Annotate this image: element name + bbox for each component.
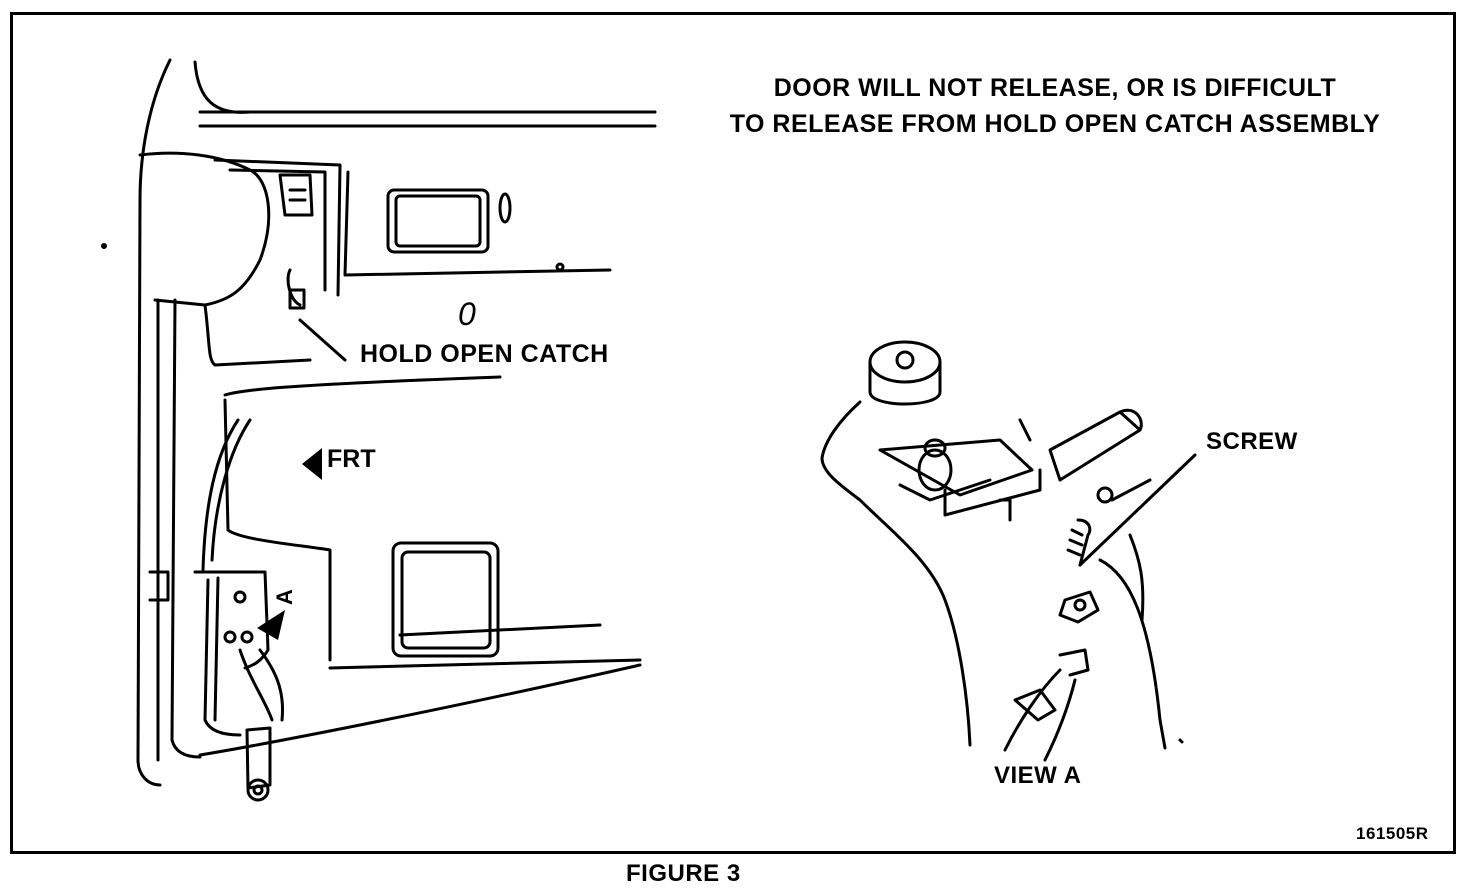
figure-title: DOOR WILL NOT RELEASE, OR IS DIFFICULT T… [660, 70, 1450, 142]
view-arrow-icon [257, 610, 285, 640]
front-arrow-icon [302, 448, 322, 480]
title-rules [198, 110, 657, 128]
callout-view-a: VIEW A [994, 762, 1082, 789]
door-panel [101, 58, 642, 802]
callout-hold-open-catch: HOLD OPEN CATCH [360, 340, 609, 368]
callout-front: FRT [327, 445, 376, 473]
part-number: 161505R [1356, 824, 1429, 843]
figure-frame [10, 12, 1456, 854]
callout-mark-zero: 0 [458, 296, 476, 332]
callout-screw: SCREW [1206, 428, 1298, 455]
view-a-hinge-detail [820, 340, 1197, 762]
figure-caption: FIGURE 3 [626, 860, 741, 887]
title-line-1: DOOR WILL NOT RELEASE, OR IS DIFFICULT [773, 74, 1337, 102]
callout-view-marker: A [271, 589, 297, 605]
title-line-2: TO RELEASE FROM HOLD OPEN CATCH ASSEMBLY [729, 110, 1381, 138]
